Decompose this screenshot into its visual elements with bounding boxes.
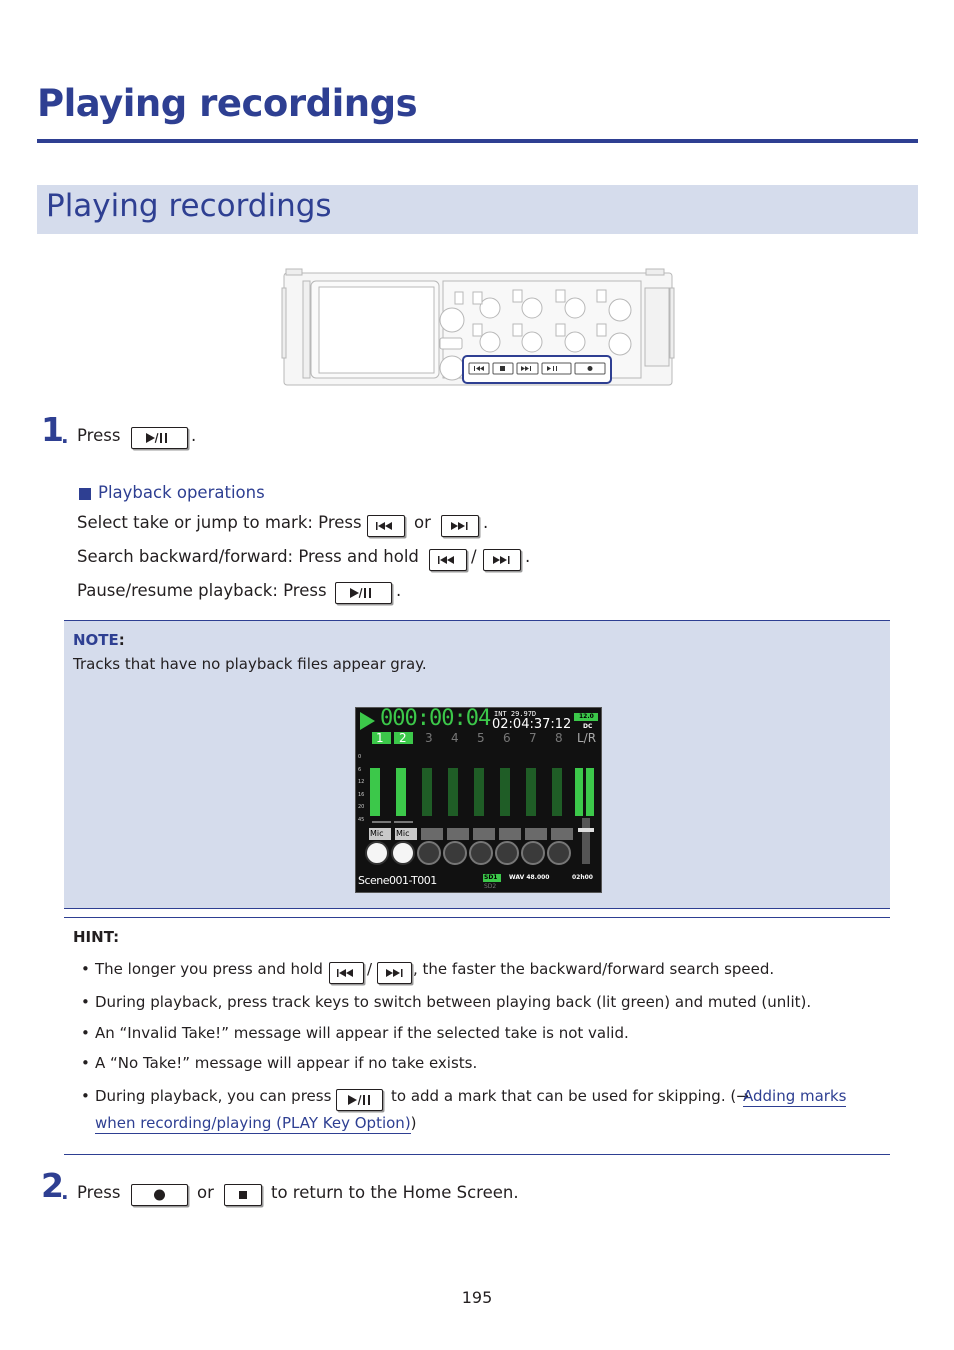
playback-operations-heading: Playback operations	[98, 483, 265, 502]
recorder-screen-image: 000:00:04 INT 29.97D 02:04:37:12 12.0 DC…	[355, 707, 602, 893]
adding-marks-link[interactable]: Adding marks	[743, 1087, 847, 1107]
screen-timecode: 000:00:04	[380, 707, 491, 731]
hint-divider-bottom	[64, 1154, 890, 1155]
screen-int-label: INT 29.97D	[494, 710, 537, 718]
screen-scene-name: Scene001-T001	[358, 874, 437, 887]
op-pause-text: Pause/resume playback: Press	[77, 581, 327, 600]
adding-marks-link-cont[interactable]: when recording/playing (PLAY Key Option)	[95, 1114, 411, 1134]
record-key-icon	[131, 1184, 188, 1206]
step-1-press-text: Press	[77, 426, 121, 445]
hint-bullet-3: An “Invalid Take!” message will appear i…	[95, 1024, 629, 1042]
hint-bullet-5: During playback, you can press	[95, 1087, 332, 1105]
step-2-number: 2	[41, 1166, 64, 1205]
stop-key-icon	[224, 1184, 262, 1206]
step-1-number: 1	[41, 410, 64, 449]
step-2-dot: .	[61, 1180, 69, 1204]
page-number: 195	[461, 1288, 493, 1307]
fast-forward-key-icon	[483, 549, 521, 571]
step-2-press-text: Press	[77, 1183, 121, 1202]
screen-power: DC	[583, 723, 593, 730]
screen-sd1: SD1	[484, 874, 498, 881]
hint-label: HINT:	[73, 928, 120, 946]
section-header-bar	[37, 185, 918, 234]
note-text: Tracks that have no playback files appea…	[73, 655, 427, 673]
hint-bullet-2: During playback, press track keys to swi…	[95, 993, 812, 1011]
screen-format: WAV 48.000	[509, 874, 550, 881]
title-rule	[37, 139, 918, 143]
screen-battery: 12.0	[579, 713, 594, 720]
screen-track-row: 1 2 3 4 5 6 7 8 L/R	[376, 731, 597, 745]
page-title: Playing recordings	[37, 82, 418, 125]
screen-clock: 02:04:37:12	[492, 717, 572, 732]
rewind-key-icon	[367, 515, 405, 537]
square-bullet-icon	[79, 488, 91, 500]
screen-remaining-time: 02h00	[572, 874, 593, 881]
play-pause-key-icon	[335, 582, 392, 604]
note-label: NOTE:	[73, 631, 125, 649]
screen-sd2: SD2	[484, 883, 497, 890]
play-pause-key-icon	[131, 427, 188, 449]
screen-mic-label: Mic	[370, 829, 384, 838]
play-pause-key-icon	[336, 1089, 383, 1111]
hint-divider-top	[64, 917, 890, 918]
fast-forward-key-icon	[441, 515, 479, 537]
op-search-text: Search backward/forward: Press and hold	[77, 547, 419, 566]
device-illustration	[281, 268, 675, 386]
rewind-key-icon	[329, 962, 364, 984]
op-select-take-text: Select take or jump to mark: Press	[77, 513, 362, 532]
screen-mic-label: Mic	[396, 829, 410, 838]
hint-bullet-4: A “No Take!” message will appear if no t…	[95, 1054, 478, 1072]
section-title: Playing recordings	[46, 188, 332, 224]
hint-bullet-1: The longer you press and hold	[95, 960, 323, 978]
step-1-dot: .	[61, 424, 69, 448]
fast-forward-key-icon	[377, 962, 412, 984]
rewind-key-icon	[429, 549, 467, 571]
